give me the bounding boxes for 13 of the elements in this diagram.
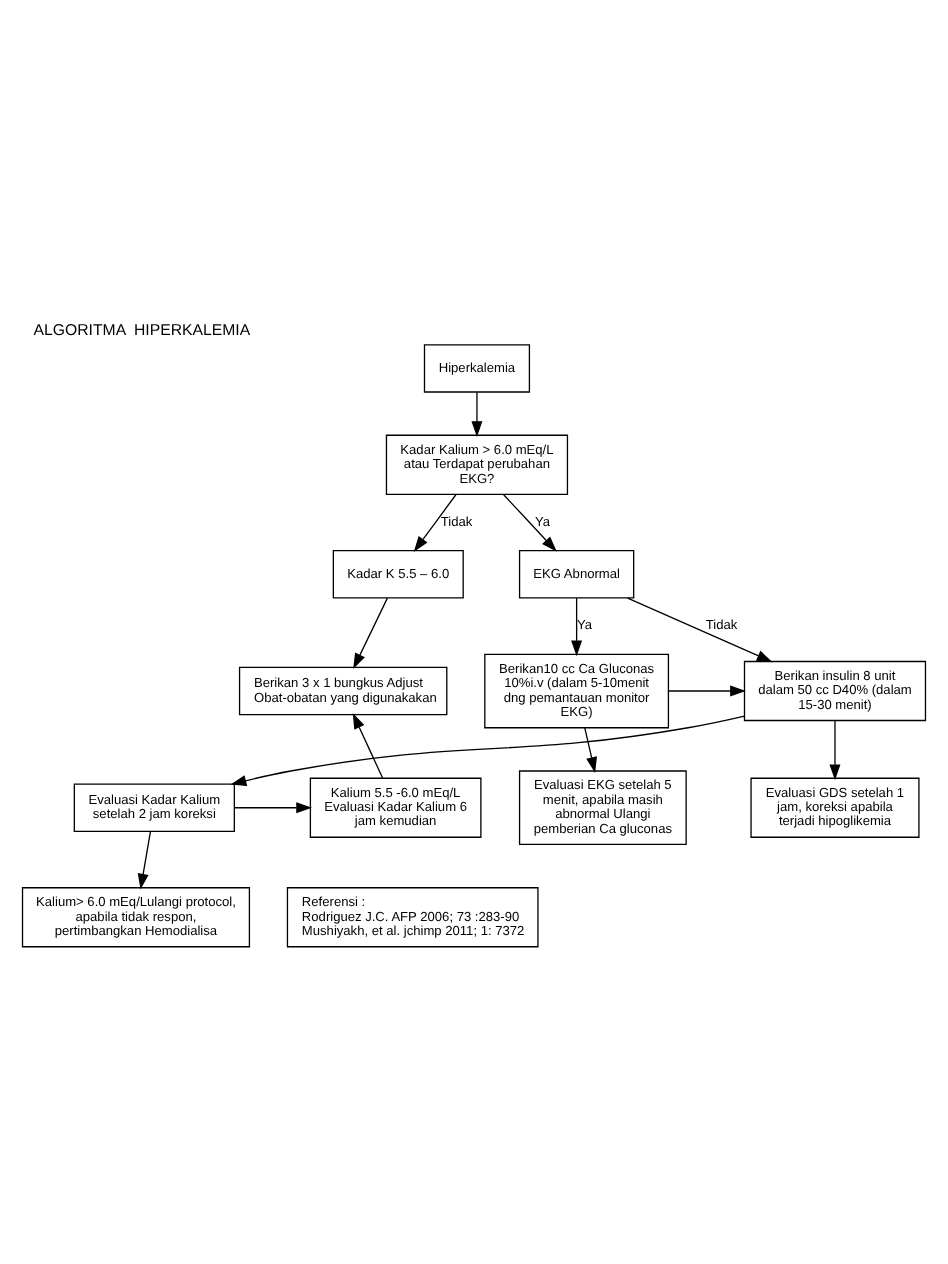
arrow (233, 802, 312, 814)
arrow (667, 685, 746, 697)
arrow (137, 831, 152, 890)
arrow (503, 494, 557, 552)
arrow (829, 719, 841, 781)
arrow (352, 713, 384, 779)
arrow (230, 715, 746, 787)
arrow (471, 391, 483, 437)
arrow (584, 727, 597, 773)
arrow (413, 494, 457, 552)
arrow (571, 597, 583, 657)
arrow (627, 597, 773, 663)
arrow (353, 597, 389, 669)
